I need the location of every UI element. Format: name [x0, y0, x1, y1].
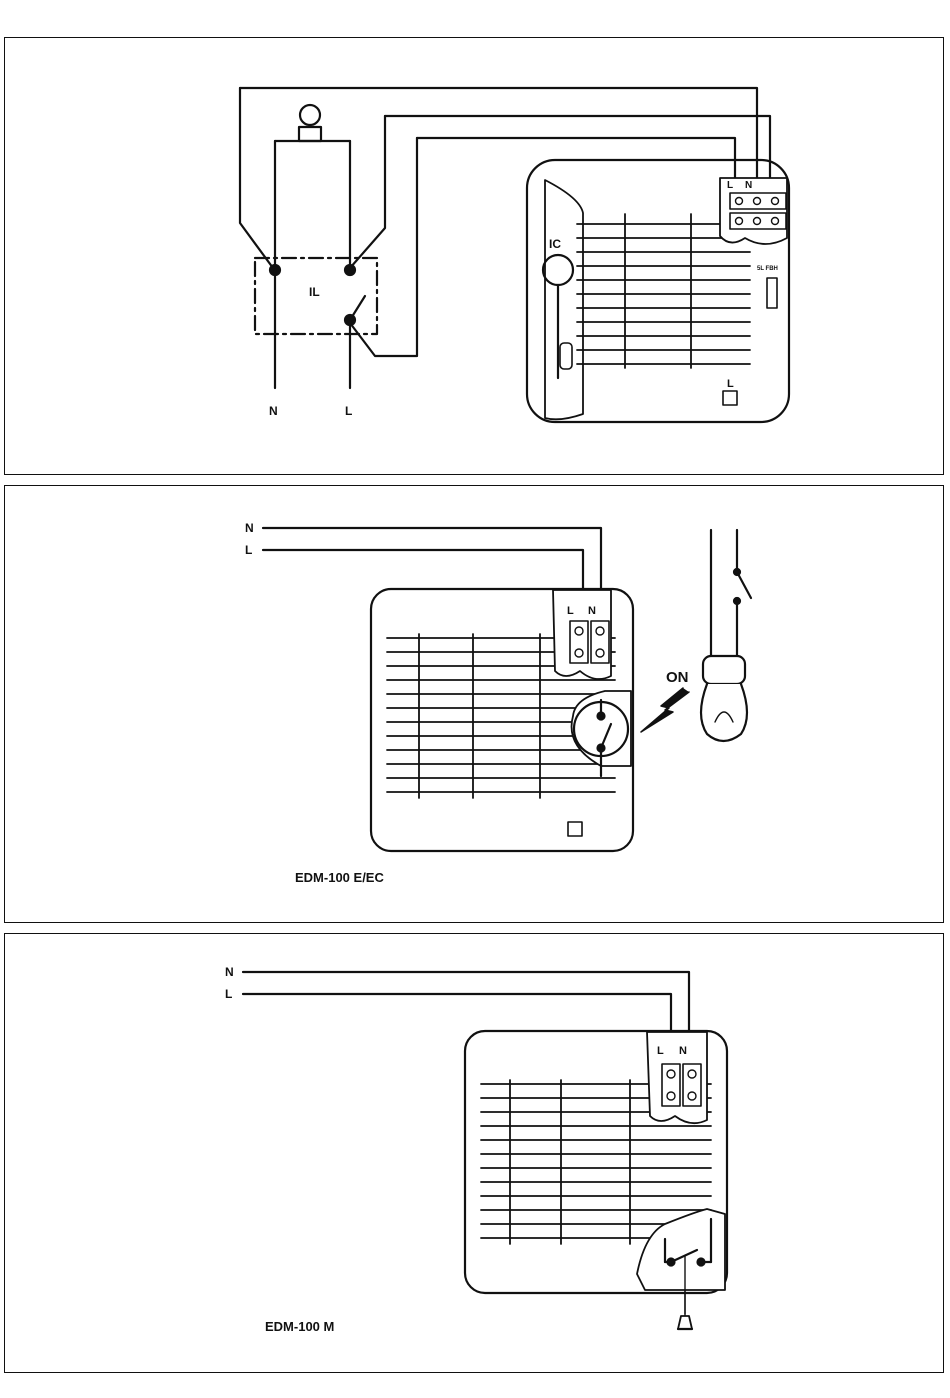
fan-unit: [465, 1031, 727, 1314]
fan-mark-label: L: [727, 378, 734, 390]
small-mark-label: 5L FBH: [757, 266, 778, 272]
wiring-diagram-panel-1: IL IC L N N L L 5L FBH: [4, 37, 944, 475]
terminal-n-label: N: [745, 180, 752, 191]
terminal-dot: [345, 265, 355, 275]
lamp-icon: [701, 530, 751, 741]
wiring-diagram-3: N L L N: [5, 934, 945, 1374]
wiring-diagram-1: IL IC L N N L L 5L FBH: [5, 38, 945, 476]
supply-n-label: N: [225, 965, 234, 979]
wire-l: [243, 994, 671, 1044]
supply-n-label: N: [245, 521, 254, 535]
terminal-l-label: L: [567, 605, 574, 617]
switch-label: IL: [309, 285, 320, 299]
fan-unit: [527, 160, 789, 422]
timer-label: IC: [549, 237, 561, 251]
supply-l-label: L: [345, 404, 352, 418]
wire: [350, 138, 417, 356]
wiring-diagram-panel-3: N L L N EDM-100 M: [4, 933, 944, 1373]
side-switch: [767, 278, 777, 308]
wiring-diagram-panel-2: N L L N ON EDM-100 E/EC: [4, 485, 944, 923]
supply-n-label: N: [269, 404, 278, 418]
wire-n: [263, 528, 601, 616]
timer-icon: [543, 255, 573, 285]
terminal-l-label: L: [657, 1045, 664, 1057]
fan-unit: [371, 589, 633, 851]
lamp-icon: [275, 105, 350, 141]
wiring-diagram-2: N L L N ON: [5, 486, 945, 924]
lightning-icon: [641, 688, 689, 732]
pull-cord-icon: [678, 1290, 692, 1329]
terminal-l-label: L: [727, 180, 733, 191]
wire: [417, 138, 735, 188]
wire: [385, 116, 770, 188]
indicator-square: [723, 391, 737, 405]
supply-l-label: L: [245, 543, 252, 557]
terminal-n-label: N: [679, 1045, 687, 1057]
supply-l-label: L: [225, 987, 232, 1001]
model-caption: EDM-100 E/EC: [295, 870, 384, 885]
switch-lever: [350, 296, 365, 320]
indicator-square: [568, 822, 582, 836]
wire-l: [263, 550, 583, 616]
terminal-n-label: N: [588, 605, 596, 617]
wire: [240, 88, 273, 268]
on-label: ON: [666, 669, 689, 686]
wire-n: [243, 972, 689, 1044]
wire: [350, 116, 385, 268]
model-caption: EDM-100 M: [265, 1319, 334, 1334]
